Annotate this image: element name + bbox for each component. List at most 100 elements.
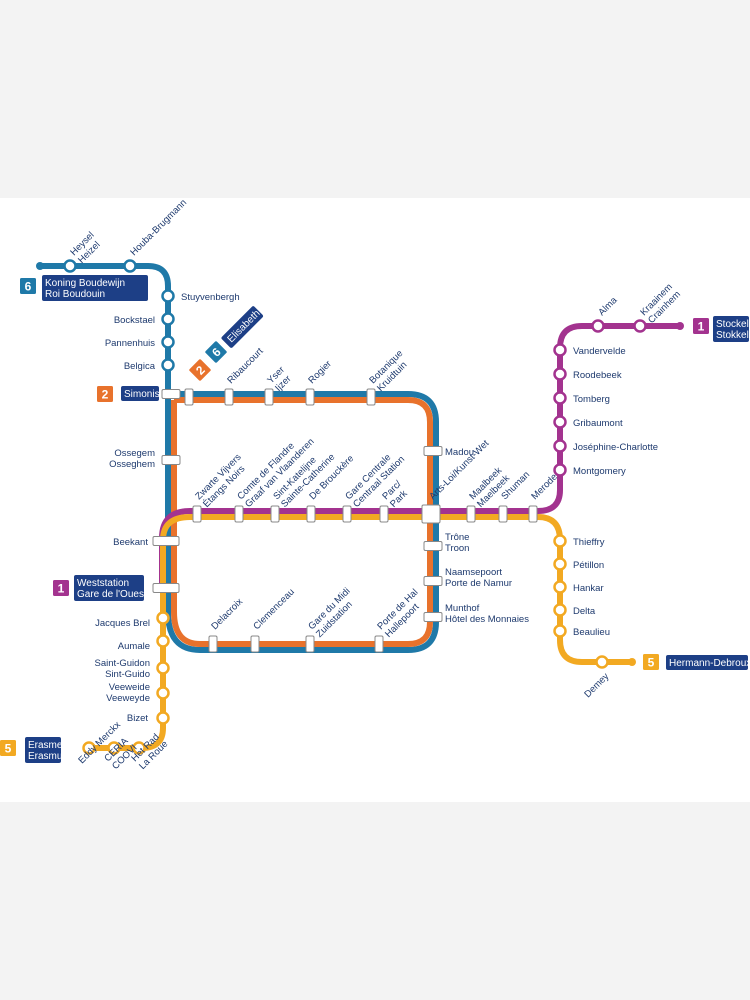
- station-marker[interactable]: [156, 711, 170, 725]
- station-marker[interactable]: [553, 439, 567, 453]
- station-marker[interactable]: [63, 259, 77, 273]
- line-6-loop: [165, 391, 439, 653]
- interchange-marker[interactable]: [270, 505, 280, 523]
- line-1-badge-east: 1: [693, 318, 709, 334]
- station-marker[interactable]: [161, 358, 175, 372]
- interchange-marker[interactable]: [528, 505, 538, 523]
- interchange-weststation[interactable]: [152, 583, 180, 593]
- interchange-marker[interactable]: [466, 505, 476, 523]
- station-label: Roodebeek: [573, 370, 622, 381]
- station-label: BotaniqueKruidtuin: [367, 348, 413, 394]
- line-5-terminus-dot-east: [628, 658, 636, 666]
- interchange-simonis[interactable]: [161, 389, 181, 399]
- station-marker[interactable]: [553, 463, 567, 477]
- interchange-marker[interactable]: [250, 635, 260, 653]
- station-marker[interactable]: [553, 557, 567, 571]
- interchange-marker[interactable]: [152, 536, 180, 546]
- interchange-marker[interactable]: [423, 576, 443, 586]
- station-marker[interactable]: [553, 415, 567, 429]
- station-marker[interactable]: [553, 603, 567, 617]
- interchange-marker[interactable]: [379, 505, 389, 523]
- interchange-marker[interactable]: [423, 446, 443, 456]
- station-marker[interactable]: [156, 661, 170, 675]
- station-marker[interactable]: [156, 686, 170, 700]
- station-marker[interactable]: [553, 534, 567, 548]
- station-label: Pannenhuis: [105, 338, 155, 349]
- station-label: Porte de HalHallepoort: [375, 587, 428, 640]
- station-label: KraainemCrainhem: [638, 281, 683, 326]
- line-6-badge-elisabeth: 6: [205, 341, 227, 363]
- station-label: Bockstael: [114, 315, 155, 326]
- station-marker[interactable]: [161, 289, 175, 303]
- line-6-terminus-dot: [36, 262, 44, 270]
- station-label: Madou: [445, 447, 474, 458]
- station-marker[interactable]: [161, 335, 175, 349]
- station-label: Belgica: [124, 361, 156, 372]
- station-marker[interactable]: [595, 655, 609, 669]
- line-2-badge-elisabeth: 2: [189, 359, 211, 381]
- interchange-marker[interactable]: [498, 505, 508, 523]
- station-label: Pétillon: [573, 560, 604, 571]
- interchange-marker[interactable]: [366, 388, 376, 406]
- station-marker[interactable]: [553, 343, 567, 357]
- svg-text:6: 6: [25, 280, 32, 294]
- station-marker[interactable]: [82, 741, 96, 755]
- terminus-hermann-debroux: Hermann-Debroux: [666, 655, 750, 670]
- interchange-marker[interactable]: [305, 635, 315, 653]
- station-marker[interactable]: [553, 391, 567, 405]
- interchange-marker[interactable]: [423, 541, 443, 551]
- station-label: Joséphine-Charlotte: [573, 442, 658, 453]
- interchange-marker[interactable]: [161, 455, 181, 465]
- station-label: Hankar: [573, 583, 604, 594]
- station-marker[interactable]: [553, 367, 567, 381]
- interchange-arts-loi[interactable]: [421, 504, 441, 524]
- station-marker[interactable]: [132, 741, 146, 755]
- interchange-marker[interactable]: [306, 505, 316, 523]
- station-label: Demey: [582, 671, 611, 700]
- svg-text:5: 5: [5, 742, 12, 756]
- interchange-marker[interactable]: [264, 388, 274, 406]
- svg-text:1: 1: [698, 320, 705, 334]
- station-label: Ribaucourt: [225, 346, 266, 387]
- interchange-marker[interactable]: [192, 505, 202, 523]
- station-marker[interactable]: [123, 259, 137, 273]
- line-2-loop: [171, 397, 433, 647]
- station-label: Delacroix: [209, 596, 245, 632]
- interchange-marker[interactable]: [234, 505, 244, 523]
- interchange-marker[interactable]: [342, 505, 352, 523]
- station-marker[interactable]: [156, 634, 170, 648]
- line-1-terminus-dot: [676, 322, 684, 330]
- station-marker[interactable]: [161, 312, 175, 326]
- interchange-marker[interactable]: [184, 388, 194, 406]
- svg-text:Simonis: Simonis: [124, 389, 160, 400]
- station-marker[interactable]: [553, 624, 567, 638]
- station-label: Thieffry: [573, 537, 605, 548]
- line-1-badge-west: 1: [53, 580, 69, 596]
- interchange-marker[interactable]: [224, 388, 234, 406]
- line-5-badge-east: 5: [643, 654, 659, 670]
- station-marker[interactable]: [591, 319, 605, 333]
- station-marker[interactable]: [107, 741, 121, 755]
- svg-text:Elisabeth: Elisabeth: [226, 308, 263, 345]
- interchange-marker[interactable]: [423, 612, 443, 622]
- station-marker[interactable]: [633, 319, 647, 333]
- interchange-marker[interactable]: [374, 635, 384, 653]
- svg-text:1: 1: [58, 582, 65, 596]
- line-5: [88, 514, 632, 751]
- station-label: Bizet: [127, 713, 148, 724]
- station-label: Vandervelde: [573, 346, 626, 357]
- station-marker[interactable]: [156, 611, 170, 625]
- interchange-marker[interactable]: [208, 635, 218, 653]
- station-marker[interactable]: [553, 580, 567, 594]
- svg-text:5: 5: [648, 656, 655, 670]
- interchange-marker[interactable]: [305, 388, 315, 406]
- station-label: Tomberg: [573, 394, 610, 405]
